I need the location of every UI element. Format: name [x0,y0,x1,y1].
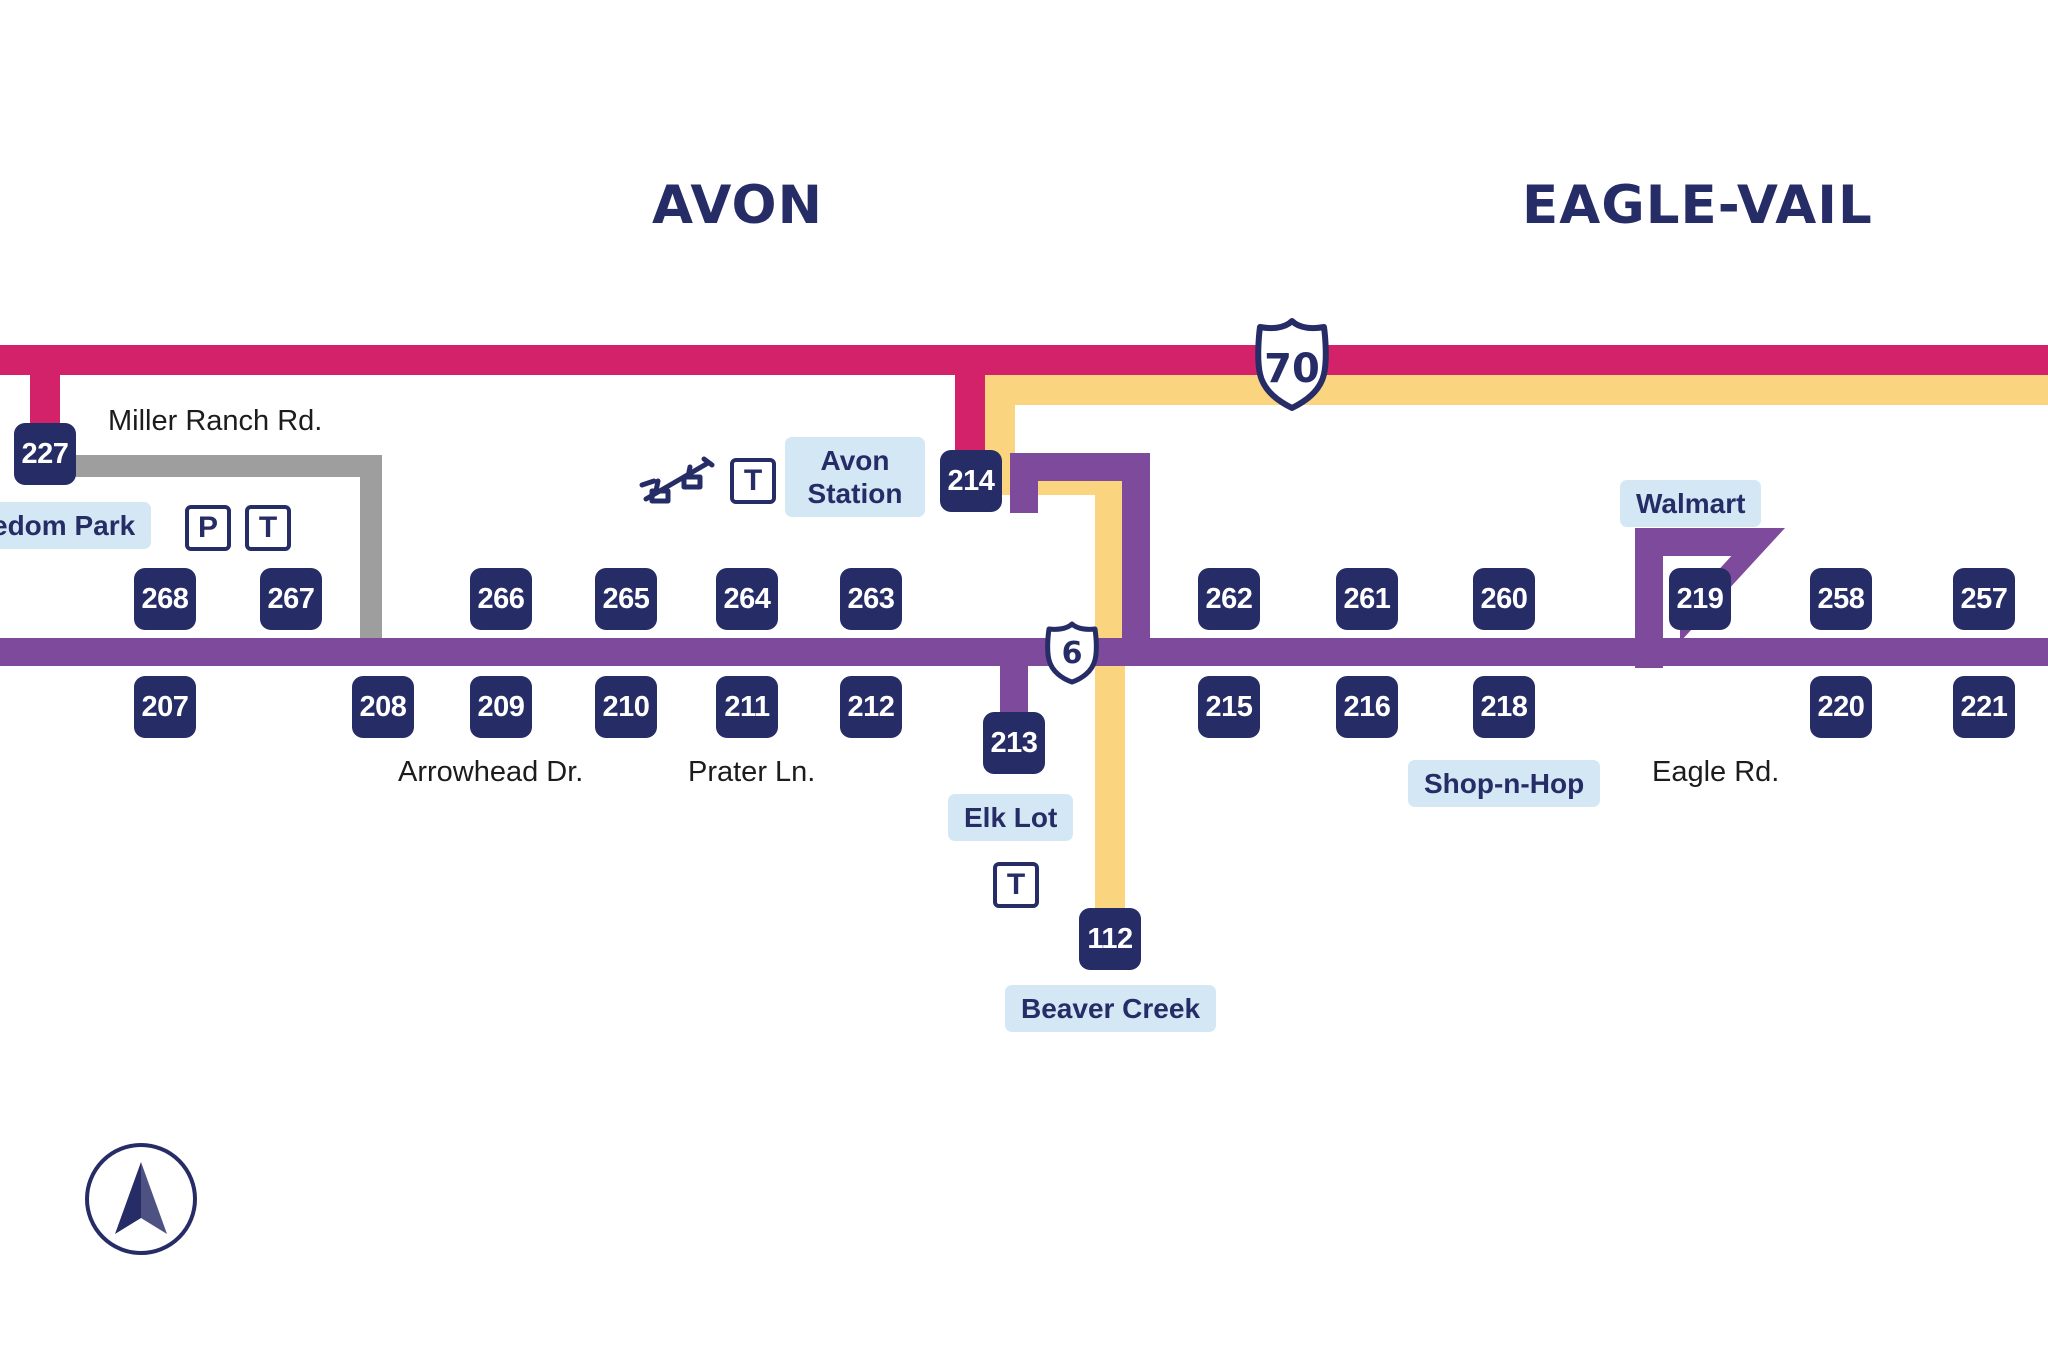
stop-266[interactable]: 266 [470,568,532,630]
stop-258[interactable]: 258 [1810,568,1872,630]
stop-207[interactable]: 207 [134,676,196,738]
us-route-6-shield: 6 [1043,620,1101,686]
place-label-beaver-creek: Beaver Creek [1005,985,1217,1033]
region-label-eagle-vail: EAGLE-VAIL [1522,175,1873,236]
stop-208[interactable]: 208 [352,676,414,738]
place-label-shop-n-hop: Shop-n-Hop [1408,760,1601,808]
stop-263[interactable]: 263 [840,568,902,630]
stop-220[interactable]: 220 [1810,676,1872,738]
stop-210[interactable]: 210 [595,676,657,738]
orange-route-vertical-beaver-creek [1095,465,1125,920]
transit-icon-avon-station: T [730,458,776,504]
avon-station-line2: Station [807,478,903,510]
stop-262[interactable]: 262 [1198,568,1260,630]
street-label-prater-ln: Prater Ln. [688,756,816,788]
avon-station-line1: Avon [820,445,890,476]
stop-218[interactable]: 218 [1473,676,1535,738]
grey-route-vertical [360,455,382,645]
stop-260[interactable]: 260 [1473,568,1535,630]
interstate-70-number: 70 [1264,346,1320,392]
stop-261[interactable]: 261 [1336,568,1398,630]
us-route-6-number: 6 [1061,636,1083,671]
stop-268[interactable]: 268 [134,568,196,630]
street-label-eagle-rd: Eagle Rd. [1652,756,1780,788]
compass-north-arrow [82,1140,200,1258]
stop-265[interactable]: 265 [595,568,657,630]
street-label-miller-ranch-rd: Miller Ranch Rd. [108,405,323,437]
purple-route-connector [1122,453,1150,653]
gondola-icon [638,455,716,507]
orange-route-horizontal [985,375,2048,405]
stop-257[interactable]: 257 [1953,568,2015,630]
interstate-70-shield: 70 [1250,316,1334,412]
stop-213[interactable]: 213 [983,712,1045,774]
transit-icon-elk-lot: T [993,862,1039,908]
stop-211[interactable]: 211 [716,676,778,738]
transit-icon-freedom-park: T [245,505,291,551]
stop-264[interactable]: 264 [716,568,778,630]
place-label-avon-station: Avon Station [785,437,925,518]
stop-227[interactable]: 227 [14,423,76,485]
stop-219[interactable]: 219 [1669,568,1731,630]
grey-route-horizontal [60,455,382,477]
pink-route-spur-227 [30,360,60,430]
region-label-avon: AVON [652,175,823,236]
place-label-walmart: Walmart [1620,480,1762,528]
place-label-freedom-park: edom Park [0,502,152,550]
stop-221[interactable]: 221 [1953,676,2015,738]
stop-267[interactable]: 267 [260,568,322,630]
stop-112[interactable]: 112 [1079,908,1141,970]
street-label-arrowhead-dr: Arrowhead Dr. [398,756,584,788]
pink-route-horizontal [0,345,2048,375]
stop-215[interactable]: 215 [1198,676,1260,738]
stop-212[interactable]: 212 [840,676,902,738]
stop-216[interactable]: 216 [1336,676,1398,738]
stop-214[interactable]: 214 [940,450,1002,512]
stop-209[interactable]: 209 [470,676,532,738]
parking-icon: P [185,505,231,551]
place-label-elk-lot: Elk Lot [948,794,1074,842]
